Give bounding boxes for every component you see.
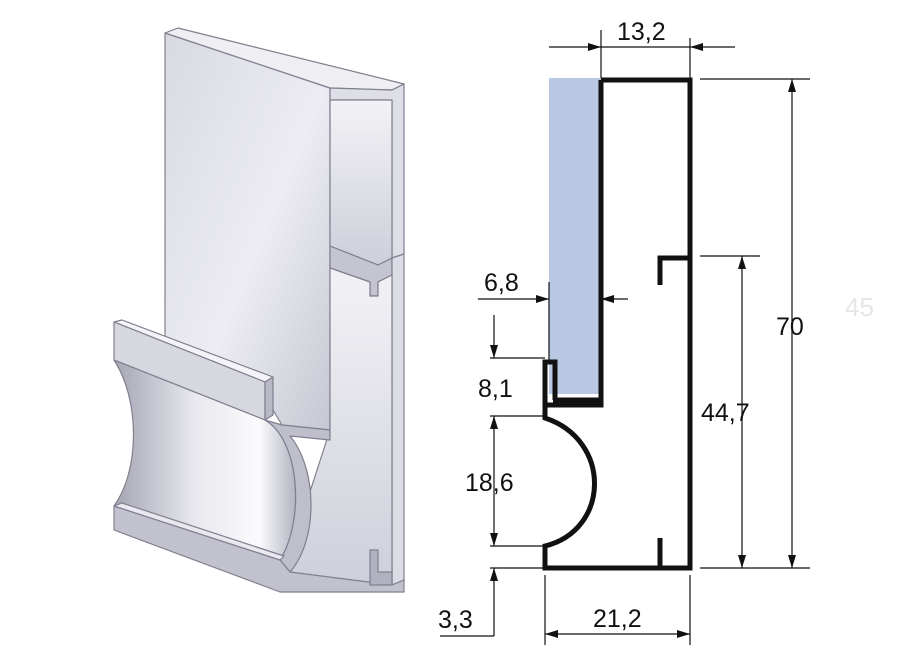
dimension-lines: [440, 30, 810, 645]
dim-base-thickness: 3,3: [438, 606, 473, 634]
inner-lip: [553, 80, 604, 403]
bottom-hook: [369, 549, 393, 586]
dim-grip-height: 18,6: [465, 469, 514, 497]
dim-height-total: 70: [776, 313, 804, 341]
profile-outline: [542, 77, 693, 571]
hollow-chamber: [329, 99, 393, 266]
grip-end-face: [264, 419, 331, 573]
dim-glass-thickness: 6,8: [484, 269, 519, 297]
dim-bottom-width: 21,2: [593, 605, 642, 633]
glass-panel: [549, 78, 601, 394]
handle-lip-end: [264, 376, 274, 421]
dim-top-width: 13,2: [617, 18, 666, 46]
dim-lip-height: 8,1: [478, 375, 513, 403]
profile-3d-render: [113, 27, 405, 593]
base-plate-top: [113, 502, 285, 561]
cross-section: [542, 77, 693, 571]
lower-end-wall: [391, 253, 405, 586]
dim-height-lower: 44,7: [701, 399, 750, 427]
faint-watermark-number: 45: [845, 292, 874, 322]
